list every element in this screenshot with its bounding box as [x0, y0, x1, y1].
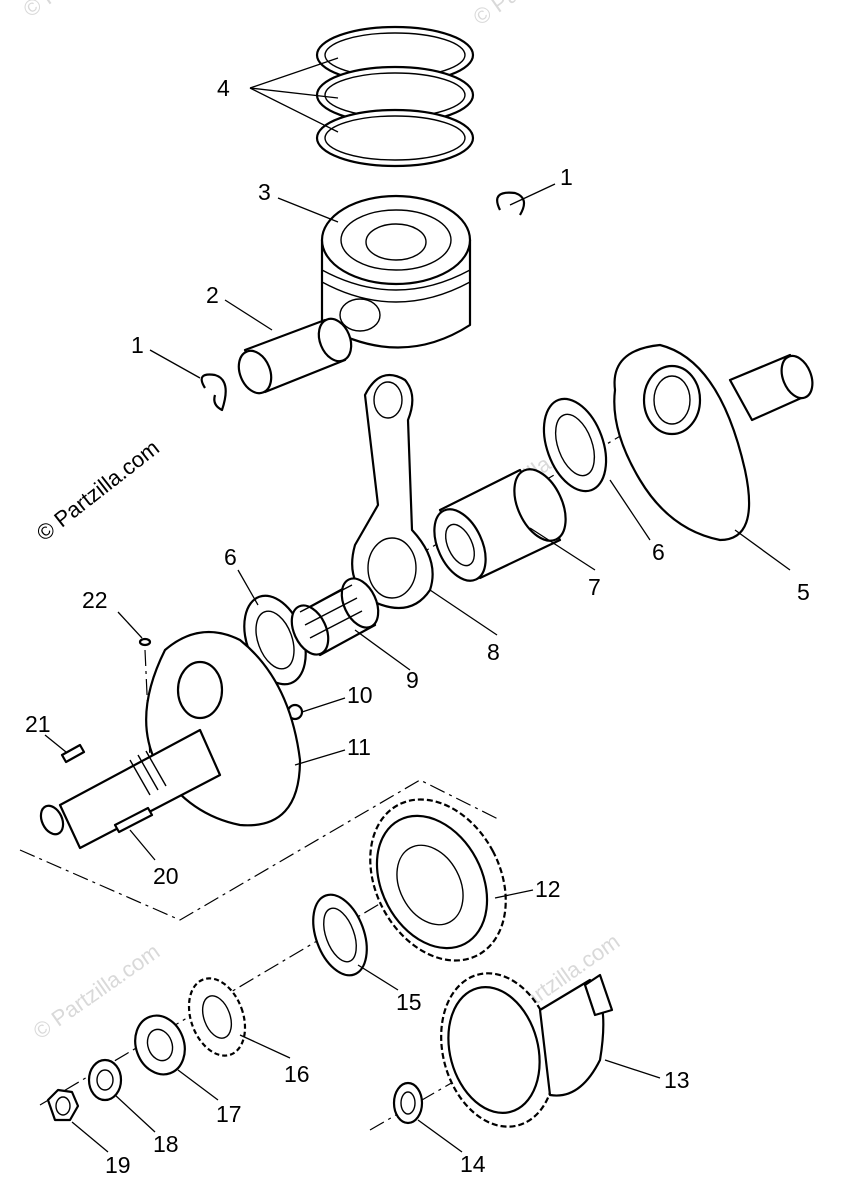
callout-6-right: 6: [652, 539, 665, 565]
balancer-shaft-icon: [440, 972, 614, 1128]
callout-13: 13: [664, 1067, 690, 1093]
castle-nut-icon: [134, 1014, 186, 1076]
crankshaft-half-right-icon: [613, 343, 814, 542]
crank-pin-icon: [433, 468, 567, 582]
callout-15: 15: [396, 989, 422, 1015]
connecting-rod-icon: [351, 373, 434, 610]
needle-bearing-icon: [290, 577, 380, 657]
callout-22: 22: [82, 587, 108, 613]
callout-4: 4: [217, 75, 230, 101]
callout-7: 7: [588, 574, 601, 600]
washer-icon: [87, 1058, 123, 1102]
callout-19: 19: [105, 1152, 131, 1178]
piston-rings-icon: [315, 25, 475, 168]
thrust-washer-icon: [542, 397, 608, 493]
callout-14: 14: [460, 1151, 486, 1177]
washer-icon: [312, 893, 368, 977]
washer-icon: [392, 1081, 424, 1125]
callout-1-top: 1: [560, 164, 573, 190]
watermark-faint-top-left: © Partzilla.com: [19, 0, 155, 22]
callout-1-left: 1: [131, 332, 144, 358]
callout-11: 11: [347, 734, 371, 760]
watermark-main: © Partzilla.com: [32, 435, 164, 546]
piston-pin-icon: [237, 317, 353, 395]
callout-18: 18: [153, 1131, 179, 1157]
leader-lines: [44, 57, 791, 1153]
callout-12: 12: [535, 876, 561, 902]
woodruff-key-icon: [60, 743, 86, 764]
crank-gear-icon: [369, 798, 507, 962]
piston-icon: [320, 194, 472, 349]
callout-6-left: 6: [224, 544, 237, 570]
crankshaft-half-left-icon: [39, 630, 302, 850]
callout-21: 21: [25, 711, 51, 737]
watermark-faint-top-right: © Partzilla.com: [469, 0, 605, 30]
callout-5: 5: [797, 579, 810, 605]
callout-numbers: 1 1 2 3 4 5 6 6 7 8 9 10 11 12 13 14 15 …: [25, 75, 810, 1178]
callout-16: 16: [284, 1061, 310, 1087]
callout-3: 3: [258, 179, 271, 205]
callout-9: 9: [406, 667, 419, 693]
small-gear-icon: [187, 977, 247, 1057]
small-pin-icon: [138, 637, 152, 647]
callout-17: 17: [216, 1101, 242, 1127]
callout-10: 10: [347, 682, 373, 708]
dowel-pin-icon: [113, 806, 154, 834]
callout-2: 2: [206, 282, 219, 308]
circlip-icon: [200, 373, 227, 412]
hex-nut-icon: [46, 1088, 80, 1122]
callout-20: 20: [153, 863, 179, 889]
callout-8: 8: [487, 639, 500, 665]
circlip-icon: [496, 191, 526, 216]
